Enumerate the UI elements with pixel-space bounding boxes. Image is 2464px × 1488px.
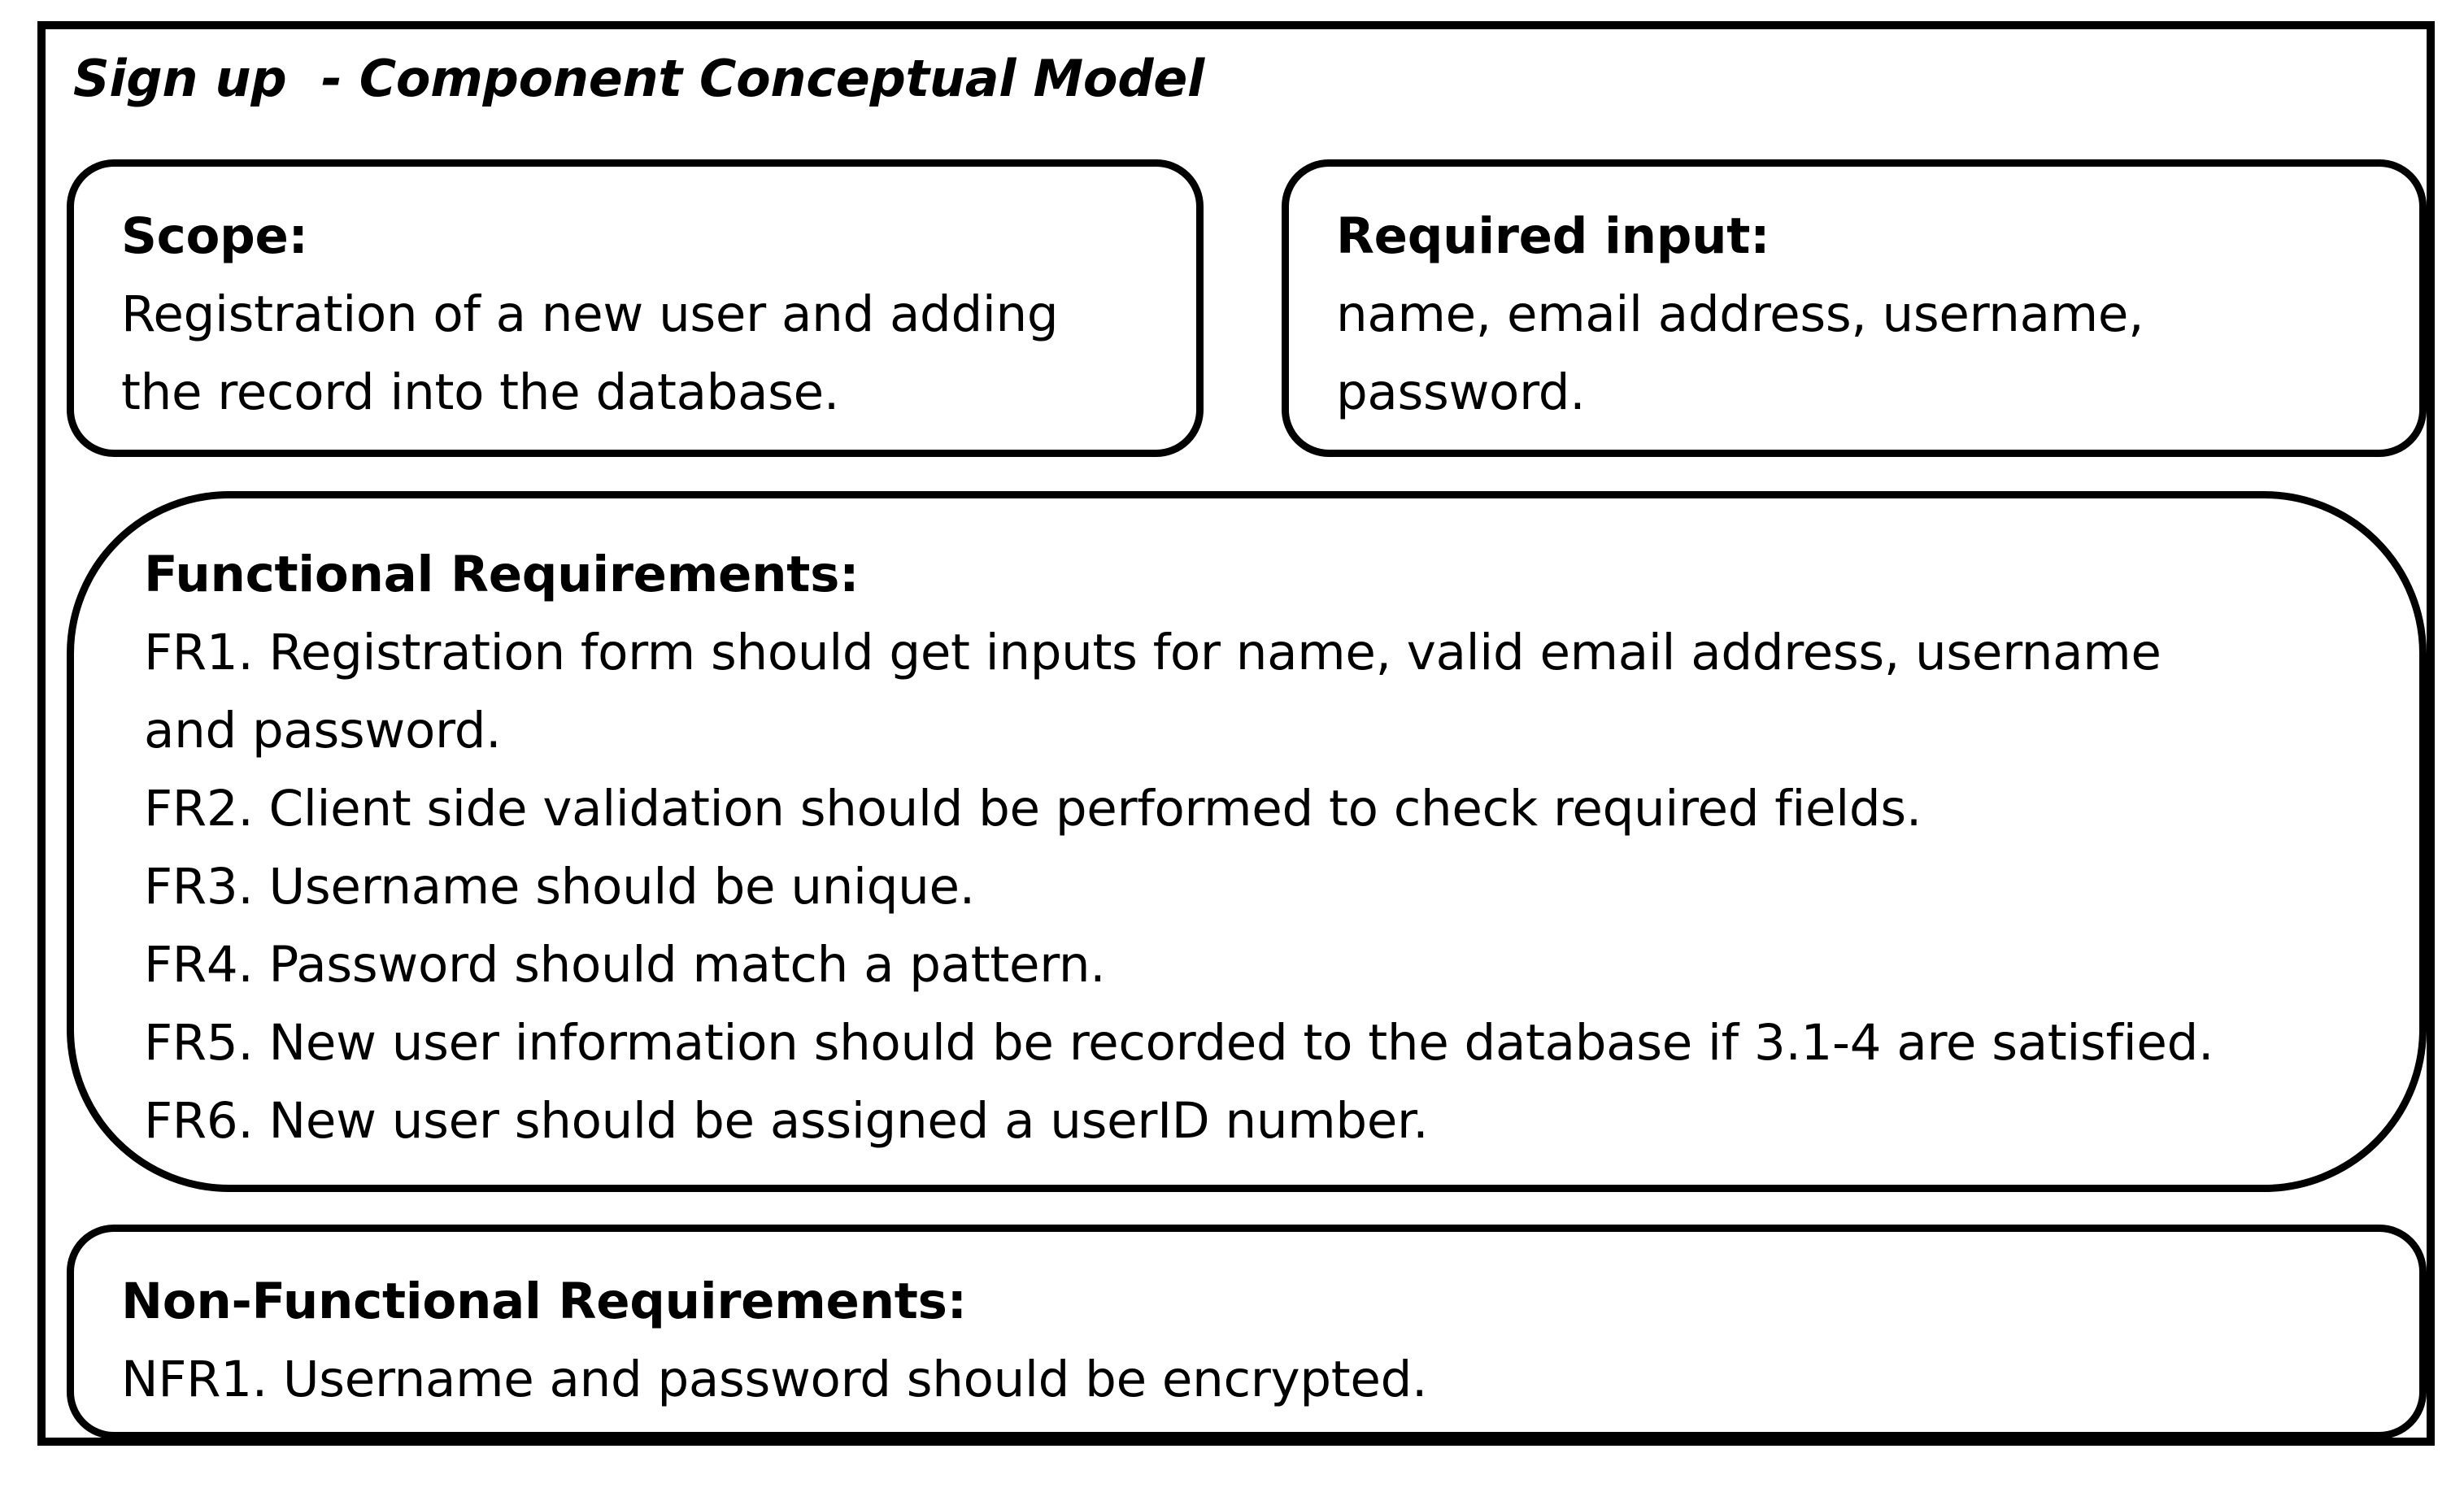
required-input-line: password. xyxy=(1336,363,1586,421)
requirement-line: FR6. New user should be assigned a userI… xyxy=(144,1092,1429,1150)
scope-box: Scope: Registration of a new user and ad… xyxy=(67,159,1204,457)
required-input-line: name, email address, username, xyxy=(1336,285,2144,343)
requirement-line: and password. xyxy=(144,702,502,759)
requirement-line: FR4. Password should match a pattern. xyxy=(144,936,1106,994)
required-input-box: Required input: name, email address, use… xyxy=(1282,159,2427,457)
requirement-line: FR5. New user information should be reco… xyxy=(144,1014,2214,1072)
non-functional-requirements-heading: Non-Functional Requirements: xyxy=(121,1273,967,1330)
required-input-text: name, email address, username, password. xyxy=(1336,276,2419,432)
scope-text: Registration of a new user and adding th… xyxy=(121,276,1196,432)
functional-requirements-box: Functional Requirements: FR1. Registrati… xyxy=(67,491,2427,1192)
scope-line: the record into the database. xyxy=(121,363,839,421)
scope-heading: Scope: xyxy=(121,207,308,265)
requirement-line: FR2. Client side validation should be pe… xyxy=(144,780,1922,838)
diagram-frame xyxy=(37,21,2435,1446)
functional-requirements-list: FR1. Registration form should get inputs… xyxy=(144,614,2419,1160)
requirement-line: FR3. Username should be unique. xyxy=(144,858,975,916)
non-functional-requirements-list: NFR1. Username and password should be en… xyxy=(121,1341,2419,1419)
non-functional-requirements-box: Non-Functional Requirements: NFR1. Usern… xyxy=(67,1225,2427,1439)
functional-requirements-heading: Functional Requirements: xyxy=(144,546,860,603)
requirement-line: FR1. Registration form should get inputs… xyxy=(144,624,2161,681)
diagram-title: Sign up - Component Conceptual Model xyxy=(73,49,1204,108)
required-input-heading: Required input: xyxy=(1336,207,1770,265)
scope-line: Registration of a new user and adding xyxy=(121,285,1059,343)
requirement-line: NFR1. Username and password should be en… xyxy=(121,1351,1428,1408)
